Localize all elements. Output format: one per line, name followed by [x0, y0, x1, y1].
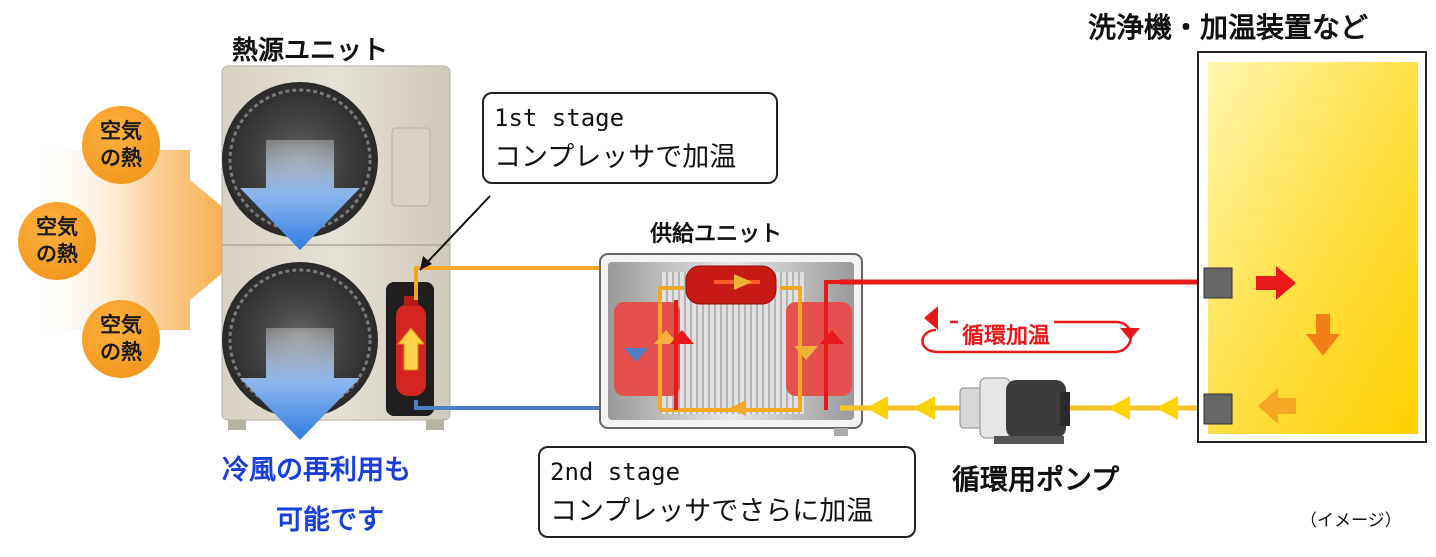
equipment-tank-graphic: [1197, 51, 1427, 443]
air-heat-bubble-2: 空気 の熱: [18, 202, 96, 280]
heat-source-unit-label: 熱源ユニット: [232, 36, 389, 66]
air-heat-bubble-1: 空気 の熱: [82, 106, 160, 184]
pump-label: 循環用ポンプ: [952, 463, 1120, 496]
air-heat-line2: の熱: [36, 242, 78, 266]
pump-graphic: [959, 377, 1070, 444]
stage2-title: 2nd stage: [550, 458, 681, 486]
stage2-text: コンプレッサでさらに加温: [550, 496, 874, 527]
cold-air-line2: 可能です: [276, 505, 384, 536]
circulation-label: 循環加温: [958, 318, 1055, 350]
callout-pointer: [419, 195, 491, 271]
cold-air-arrow-top: [240, 140, 360, 250]
compressor-1-graphic: [386, 282, 434, 416]
air-heat-beam: [30, 150, 262, 330]
stage1-title: 1st stage: [494, 104, 625, 132]
air-heat-bubble-3: 空気 の熱: [82, 300, 160, 378]
cold-air-arrow-bottom: [240, 328, 360, 440]
air-heat-line2: の熱: [100, 146, 142, 170]
circulation-loop: [921, 320, 1133, 354]
image-note: （イメージ）: [1300, 511, 1402, 531]
equipment-label: 洗浄機・加温装置など: [1088, 11, 1369, 44]
stage2-callout: 2nd stage コンプレッサでさらに加温: [538, 446, 916, 538]
stage1-callout: 1st stage コンプレッサで加温: [482, 92, 778, 184]
cold-air-line1: 冷風の再利用も: [222, 455, 411, 486]
air-heat-line2: の熱: [100, 340, 142, 364]
supply-unit-label: 供給ユニット: [650, 222, 783, 247]
air-heat-line1: 空気: [36, 215, 78, 239]
stage1-text: コンプレッサで加温: [494, 142, 737, 173]
air-heat-line1: 空気: [100, 313, 142, 337]
air-heat-line1: 空気: [100, 119, 142, 143]
